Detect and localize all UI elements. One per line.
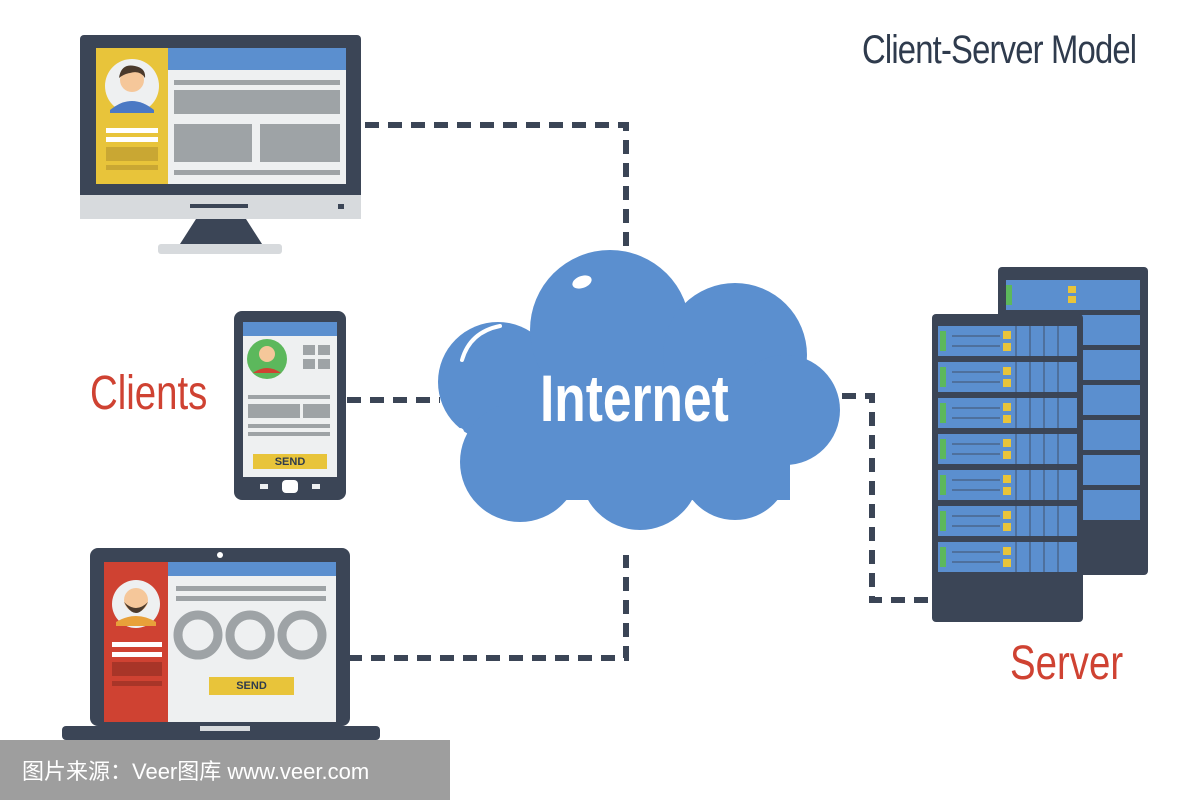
desktop-connection	[365, 122, 629, 255]
watermark-banner: 图片来源：Veer图库 www.veer.com	[0, 740, 450, 800]
internet-cloud	[438, 250, 840, 530]
server-connection	[842, 393, 932, 603]
laptop-send-button: SEND	[236, 680, 267, 692]
clients-label: Clients	[90, 367, 208, 420]
avatar-bearded-man	[112, 580, 160, 628]
laptop-connection	[348, 555, 629, 661]
avatar-businessman	[105, 59, 159, 113]
laptop	[62, 548, 380, 740]
internet-label: Internet	[540, 361, 729, 435]
server-racks	[932, 267, 1148, 622]
tablet	[234, 311, 346, 500]
connection-lines	[347, 122, 932, 661]
diagram-title: Client-Server Model	[862, 28, 1137, 72]
server-rack-front	[932, 314, 1083, 622]
tablet-send-button: SEND	[274, 456, 306, 468]
server-units	[938, 326, 1077, 572]
desktop-monitor	[80, 35, 361, 254]
server-label: Server	[1010, 637, 1124, 690]
watermark-text: 图片来源：Veer图库 www.veer.com	[22, 759, 370, 784]
